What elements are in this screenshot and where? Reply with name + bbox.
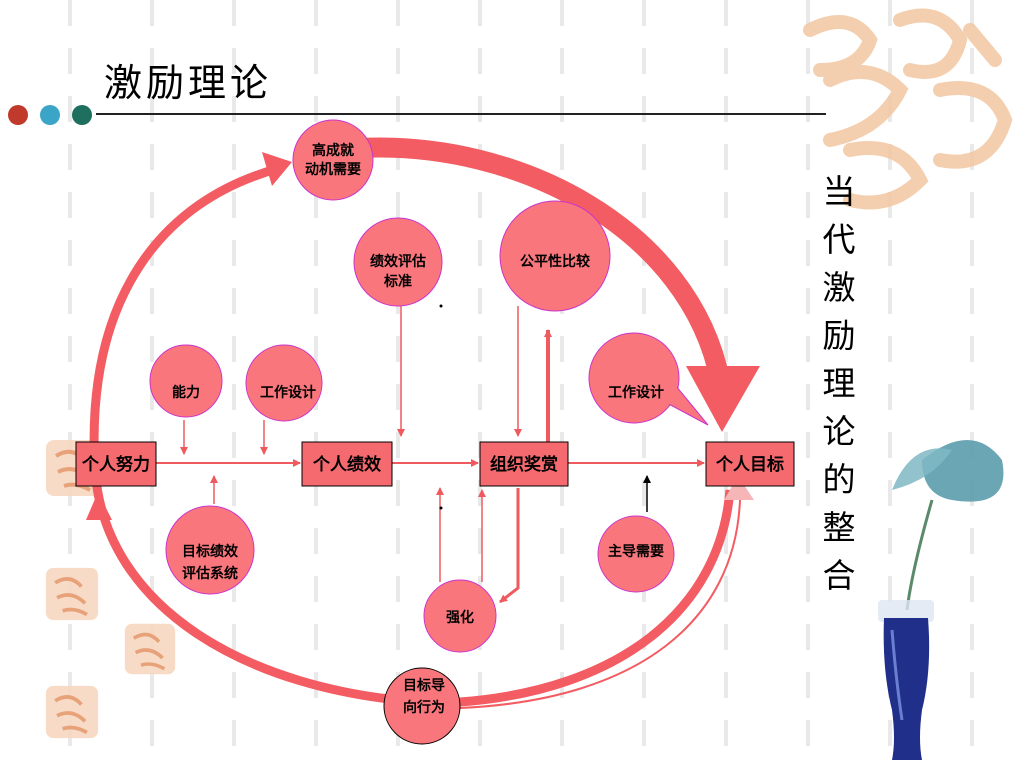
bubble-achievement: 高成就 动机需要 (292, 119, 374, 201)
box-reward-label: 组织奖赏 (490, 454, 558, 475)
vertical-title-char: 论 (822, 412, 856, 451)
bubble-reinforcement: 强化 (423, 579, 497, 653)
box-performance-label: 个人绩效 (312, 454, 381, 475)
bubble-dominant-need: 主导需要 (597, 515, 675, 593)
bubble-reinforcement-label: 强化 (446, 609, 474, 626)
bubble-standard: 绩效评估 标准 (353, 217, 443, 307)
box-performance: 个人绩效 (301, 441, 393, 487)
big-loop-arrow-bottom (459, 489, 735, 707)
bubble-appraisal: 目标绩效 评估系统 (165, 505, 255, 595)
vertical-title-char: 理 (822, 364, 856, 403)
bubble-appraisal-line1: 目标绩效 (182, 543, 239, 560)
bubble-achievement-line2: 动机需要 (305, 161, 361, 178)
box-goal-label: 个人目标 (715, 454, 784, 475)
vertical-title-char: 合 (822, 556, 856, 595)
bubble-goal-directed: 目标导 向行为 (383, 667, 461, 745)
bubble-ability-label: 能力 (172, 384, 200, 401)
bubble-goal-directed-line1: 目标导 (403, 677, 445, 694)
bubble-job-design-left: 工作设计 (245, 344, 323, 422)
big-loop-arrowhead-top (262, 152, 292, 186)
vertical-title-char: 代 (822, 220, 856, 259)
big-loop-arrow-top (359, 137, 730, 382)
box-effort-label: 个人努力 (81, 454, 150, 475)
bubble-job-design-right-label: 工作设计 (608, 384, 664, 401)
big-loop-arrowhead-up-right (724, 476, 754, 500)
bubble-equity: 公平性比较 (499, 200, 611, 312)
bubble-dominant-need-label: 主导需要 (608, 543, 664, 560)
calligraphy-stamp-small-4 (45, 685, 99, 739)
slide-title: 激励理论 (104, 61, 273, 105)
bubble-achievement-line1: 高成就 (312, 142, 354, 159)
calligraphy-stamp-large (803, 8, 1013, 210)
stray-dot-1 (439, 304, 443, 308)
arrow-reward-to-reinforce (499, 488, 520, 604)
bubble-standard-line2: 标准 (383, 273, 412, 290)
bubble-job-design-left-label: 工作设计 (260, 384, 316, 401)
calligraphy-stamp-small-2 (45, 567, 99, 621)
flower-vase-illustration (878, 440, 1004, 760)
big-loop-arrow-bottom-thin (459, 499, 741, 709)
vertical-title-text: 当代激励理论的整合 (818, 168, 860, 600)
title-divider (96, 113, 826, 115)
vertical-title: 当代激励理论的整合 (818, 168, 860, 600)
box-effort: 个人努力 (75, 441, 157, 487)
big-loop-arrowhead-right (686, 366, 760, 432)
vertical-title-char: 当 (822, 172, 856, 211)
bubble-appraisal-line2: 评估系统 (182, 565, 238, 582)
vertical-title-char: 的 (822, 460, 856, 499)
vertical-title-char: 激 (822, 268, 856, 307)
bubble-job-design-right: 工作设计 (588, 332, 709, 426)
bubble-standard-line1: 绩效评估 (370, 253, 426, 270)
bubble-goal-directed-line2: 向行为 (403, 699, 445, 716)
vertical-title-char: 整 (822, 508, 856, 547)
box-reward: 组织奖赏 (479, 441, 569, 487)
calligraphy-stamp-small-3 (124, 623, 176, 675)
bubble-equity-label: 公平性比较 (520, 253, 590, 270)
box-goal: 个人目标 (705, 441, 795, 487)
decorative-dots (8, 105, 92, 125)
vertical-title-char: 励 (822, 316, 856, 355)
bubble-ability: 能力 (149, 344, 223, 418)
big-loop-arrowhead-up-left (86, 492, 112, 520)
stray-dot-2 (439, 506, 443, 510)
